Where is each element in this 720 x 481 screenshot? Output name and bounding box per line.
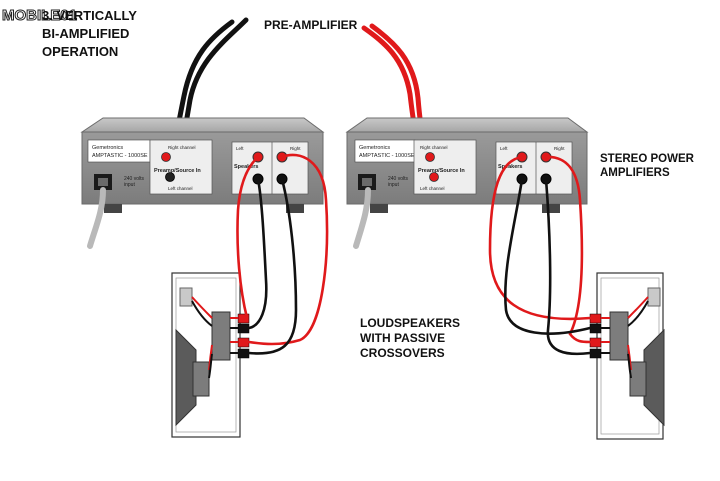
right-amp-preamp-input: Preamp/Source In [418, 168, 465, 174]
power-amp-label-1: STEREO POWER [600, 153, 695, 165]
left-amp-mains-1: 240 volts [124, 176, 145, 182]
right-power-amplifier: Gemetronics AMPTASTIC - 1000SE 240 volts… [345, 117, 589, 213]
preamp-label: PRE-AMPLIFIER [264, 18, 358, 32]
left-loudspeaker [171, 272, 250, 438]
title-line-1: 3. VERTICALLY [42, 8, 137, 23]
right-loudspeaker [589, 272, 665, 440]
title-line-2: BI-AMPLIFIED [42, 26, 129, 41]
left-amp-brand: Gemetronics [92, 145, 123, 151]
power-amp-label-2: AMPLIFIERS [600, 167, 670, 179]
right-amp-brand: Gemetronics [359, 145, 390, 151]
right-amp-model: AMPTASTIC - 1000SE [359, 153, 415, 159]
right-amp-input-left: Left channel [420, 186, 445, 191]
right-speaker-wires [488, 155, 592, 356]
left-amp-right-label: Right [290, 146, 301, 151]
left-amp-input-right: Right channel [168, 145, 196, 150]
speaker-label-2: WITH PASSIVE [360, 331, 445, 345]
right-amp-input-right: Right channel [420, 145, 448, 150]
left-amp-left-label: Left [236, 146, 244, 151]
left-amp-mains-2: input [124, 182, 135, 188]
left-amp-speakers-label: Speakers [234, 164, 258, 170]
watermark-text: MOBILE01 [2, 7, 77, 24]
title-line-3: OPERATION [42, 44, 118, 59]
speaker-label-1: LOUDSPEAKERS [360, 316, 460, 330]
mains-cables [87, 187, 371, 249]
left-power-amplifier: Gemetronics AMPTASTIC - 1000SE 240 volts… [80, 117, 325, 213]
left-amp-preamp-input: Preamp/Source In [154, 168, 201, 174]
watermark-logo: MOBILE01 [2, 7, 78, 25]
right-amp-mains-2: input [388, 182, 399, 188]
right-amp-mains-1: 240 volts [388, 176, 409, 182]
right-amp-right-label: Right [554, 146, 565, 151]
left-speaker-wires [236, 153, 329, 355]
left-amp-input-left: Left channel [168, 186, 193, 191]
left-amp-model: AMPTASTIC - 1000SE [92, 153, 148, 159]
right-amp-left-label: Left [500, 146, 508, 151]
speaker-label-3: CROSSOVERS [360, 346, 445, 360]
right-amp-speakers-label: Speakers [498, 164, 522, 170]
